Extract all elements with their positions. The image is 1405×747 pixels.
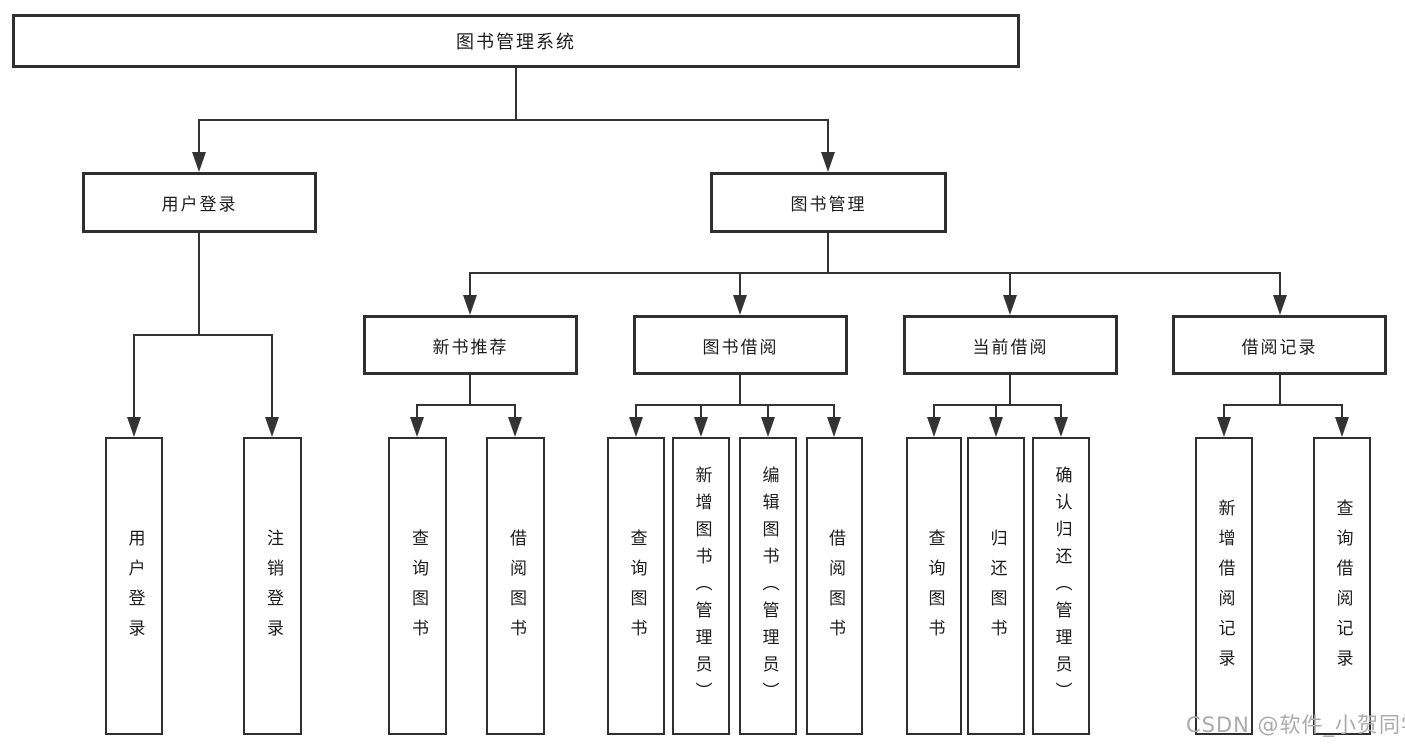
leaf-borrow-books-recommend: 借阅图书 bbox=[486, 437, 545, 735]
arrow-down-icon bbox=[827, 417, 841, 437]
node-user-login: 用户登录 bbox=[82, 172, 317, 233]
node-label: 图书管理 bbox=[790, 195, 867, 215]
node-borrowing-records: 借阅记录 bbox=[1172, 315, 1387, 375]
connector-line bbox=[1009, 274, 1011, 295]
connector-line bbox=[827, 121, 829, 152]
connector-line bbox=[514, 406, 516, 417]
node-label: 归还图书 bbox=[986, 529, 1007, 649]
connector-line bbox=[700, 406, 702, 417]
node-root-library-system: 图书管理系统 bbox=[12, 14, 1020, 68]
arrow-down-icon bbox=[410, 417, 424, 437]
connector-line bbox=[1223, 404, 1343, 406]
connector-line bbox=[469, 272, 1281, 274]
connector-line bbox=[416, 404, 516, 406]
node-label: 用户登录 bbox=[161, 195, 238, 215]
node-label: 查询图书 bbox=[924, 529, 945, 649]
connector-line bbox=[1279, 375, 1281, 404]
leaf-add-book-admin: 新增图书（管理员） bbox=[672, 437, 730, 735]
arrow-down-icon bbox=[127, 417, 141, 437]
leaf-logout: 注销登录 bbox=[243, 437, 302, 735]
connector-line bbox=[933, 406, 935, 417]
arrow-down-icon bbox=[463, 295, 477, 315]
arrow-down-icon bbox=[989, 417, 1003, 437]
connector-line bbox=[635, 404, 835, 406]
connector-line bbox=[133, 336, 135, 417]
node-current-borrowing: 当前借阅 bbox=[903, 315, 1118, 375]
connector-line bbox=[933, 404, 1062, 406]
connector-line bbox=[469, 375, 471, 404]
node-label: 查询图书 bbox=[408, 529, 428, 649]
node-label: 借阅记录 bbox=[1241, 337, 1318, 358]
connector-line bbox=[739, 375, 741, 404]
connector-line bbox=[767, 406, 769, 417]
connector-line bbox=[995, 406, 997, 417]
connector-line bbox=[133, 334, 273, 336]
arrow-down-icon bbox=[761, 417, 775, 437]
node-label: 当前借阅 bbox=[972, 337, 1049, 358]
leaf-borrow-books: 借阅图书 bbox=[806, 437, 863, 735]
arrow-down-icon bbox=[1054, 417, 1068, 437]
connector-line bbox=[198, 233, 200, 334]
leaf-query-books-borrow: 查询图书 bbox=[607, 437, 665, 735]
connector-line bbox=[739, 274, 741, 295]
connector-line bbox=[1060, 406, 1062, 417]
leaf-query-borrow-record: 查询借阅记录 bbox=[1313, 437, 1371, 735]
node-label: 借阅图书 bbox=[825, 529, 845, 649]
node-label: 查询图书 bbox=[626, 529, 647, 649]
node-label: 新增图书（管理员） bbox=[691, 465, 712, 709]
arrow-down-icon bbox=[192, 152, 206, 172]
connector-line bbox=[198, 119, 829, 121]
arrow-down-icon bbox=[694, 417, 708, 437]
leaf-user-login: 用户登录 bbox=[105, 437, 163, 735]
connector-line bbox=[833, 406, 835, 417]
leaf-query-books-recommend: 查询图书 bbox=[388, 437, 447, 735]
arrow-down-icon bbox=[265, 417, 279, 437]
leaf-query-books-current: 查询图书 bbox=[906, 437, 962, 735]
leaf-return-book: 归还图书 bbox=[967, 437, 1025, 735]
node-label: 图书借阅 bbox=[702, 337, 779, 358]
node-book-borrowing: 图书借阅 bbox=[633, 315, 848, 375]
arrow-down-icon bbox=[1335, 417, 1349, 437]
connector-line bbox=[198, 121, 200, 152]
arrow-down-icon bbox=[1217, 417, 1231, 437]
node-new-book-recommendation: 新书推荐 bbox=[363, 315, 578, 375]
arrow-down-icon bbox=[821, 152, 835, 172]
connector-line bbox=[416, 406, 418, 417]
node-label: 确认归还（管理员） bbox=[1051, 465, 1072, 709]
connector-line bbox=[635, 406, 637, 417]
node-label: 注销登录 bbox=[263, 529, 283, 649]
leaf-confirm-return-admin: 确认归还（管理员） bbox=[1032, 437, 1090, 735]
connector-line bbox=[271, 336, 273, 417]
leaf-add-borrow-record: 新增借阅记录 bbox=[1195, 437, 1253, 735]
connector-line bbox=[1009, 375, 1011, 404]
arrow-down-icon bbox=[508, 417, 522, 437]
connector-line bbox=[515, 68, 517, 120]
arrow-down-icon bbox=[927, 417, 941, 437]
arrow-down-icon bbox=[1003, 295, 1017, 315]
arrow-down-icon bbox=[629, 417, 643, 437]
connector-line bbox=[469, 274, 471, 295]
leaf-edit-book-admin: 编辑图书（管理员） bbox=[739, 437, 797, 735]
node-book-management: 图书管理 bbox=[710, 172, 947, 233]
node-label: 编辑图书（管理员） bbox=[758, 465, 779, 709]
arrow-down-icon bbox=[1273, 295, 1287, 315]
connector-line bbox=[1341, 406, 1343, 417]
node-label: 新增借阅记录 bbox=[1214, 499, 1235, 679]
node-label: 新书推荐 bbox=[432, 337, 509, 358]
node-label: 图书管理系统 bbox=[456, 32, 576, 53]
watermark: CSDN @软件_小贺同学 bbox=[1186, 713, 1405, 737]
node-label: 查询借阅记录 bbox=[1332, 499, 1353, 679]
node-label: 用户登录 bbox=[124, 529, 145, 649]
connector-line bbox=[1223, 406, 1225, 417]
arrow-down-icon bbox=[733, 295, 747, 315]
node-label: 借阅图书 bbox=[506, 529, 526, 649]
connector-line bbox=[1279, 274, 1281, 295]
connector-line bbox=[827, 233, 829, 272]
